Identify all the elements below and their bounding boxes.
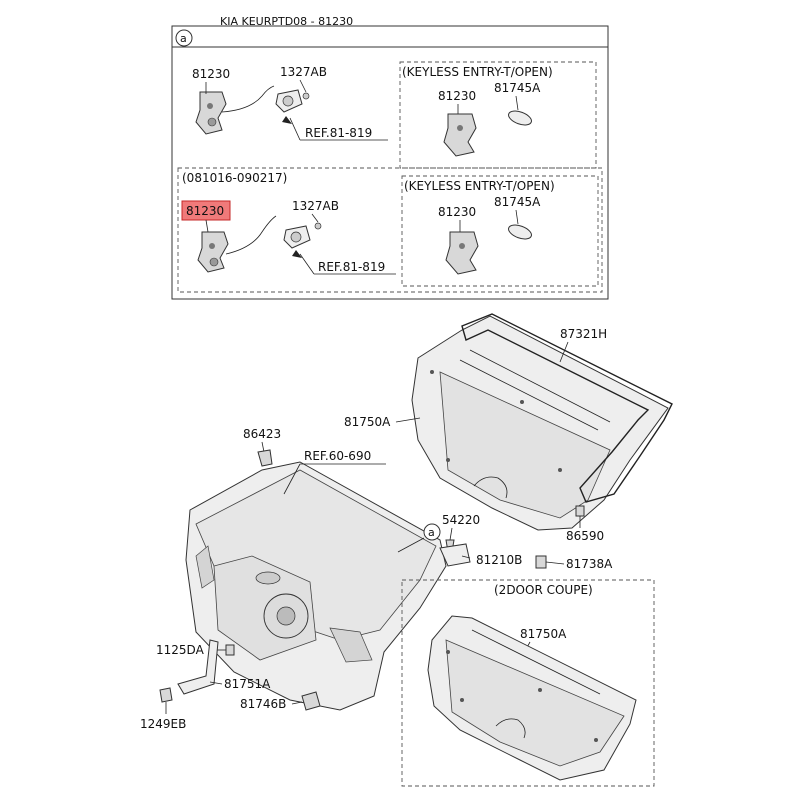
detail-top-ref-label[interactable]: REF.81-819 [305, 126, 372, 140]
lid-detail-marker-label: a [428, 526, 435, 539]
stopper-part-label[interactable]: 86590 [566, 529, 604, 543]
detail-bottom-group: 81230 1327AB REF.81-819 (KEYLESS ENTRY-T… [181, 175, 599, 287]
bolt-part-label[interactable]: 54220 [442, 513, 480, 527]
keyless-lock-part-top[interactable]: 81230 [438, 89, 476, 103]
keyless-box-bottom [401, 175, 599, 287]
weatherstrip [461, 313, 673, 503]
keyless-lock-bottom [445, 231, 479, 275]
detail-bottom-actuator-part-label[interactable]: 1327AB [292, 199, 339, 213]
coupe-trim-panel [427, 615, 637, 781]
keyless-cover-part-bottom[interactable]: 81745A [494, 195, 541, 209]
detail-top-group: 81230 1327AB REF.81-819 (KEYLESS ENTRY-T… [192, 61, 597, 169]
trunk-trim-panel [411, 315, 669, 531]
door-lock-assembly-bottom [197, 215, 277, 273]
coupe-box [401, 579, 655, 787]
detail-top-lock-part-label[interactable]: 81230 [192, 67, 230, 81]
door-lock-assembly-top [195, 85, 275, 135]
lid-detail-marker [423, 523, 441, 541]
bumper-part-label[interactable]: 86423 [243, 427, 281, 441]
detail-marker-circle [175, 29, 193, 47]
stopper [575, 505, 585, 517]
actuator-bottom [283, 222, 322, 249]
date-range-label: (081016-090217) [182, 171, 287, 185]
trunk-lid [185, 461, 447, 711]
detail-marker-label: a [180, 32, 187, 45]
bumper-stop [257, 449, 273, 467]
coupe-trim-part-label[interactable]: 81750A [520, 627, 567, 641]
keyless-title-top: (KEYLESS ENTRY-T/OPEN) [402, 65, 553, 79]
coupe-title: (2DOOR COUPE) [494, 583, 593, 597]
keyless-lock-part-bottom[interactable]: 81230 [438, 205, 476, 219]
detail-frame [171, 25, 609, 300]
detail-bottom-ref-label[interactable]: REF.81-819 [318, 260, 385, 274]
weatherstrip-part-label[interactable]: 87321H [560, 327, 607, 341]
keyless-cover-top [508, 110, 532, 126]
trim-panel-part-label[interactable]: 81750A [344, 415, 391, 429]
screw-part-label[interactable]: 1125DA [156, 643, 205, 657]
keyless-cover-bottom [508, 224, 532, 240]
keyless-cover-part-top[interactable]: 81745A [494, 81, 541, 95]
date-range-box [177, 167, 603, 293]
hinge-bracket [439, 543, 471, 567]
keyless-box-top [399, 61, 597, 169]
keyless-lock-top [443, 113, 477, 157]
fastener [301, 691, 321, 711]
keyless-title-bottom: (KEYLESS ENTRY-T/OPEN) [404, 179, 555, 193]
trunk-handle [177, 639, 219, 695]
handle-part-label[interactable]: 81751A [224, 677, 271, 691]
actuator-top [275, 89, 310, 113]
screw [225, 644, 235, 656]
clip-part-label[interactable]: 1249EB [140, 717, 186, 731]
lid-ref-label[interactable]: REF.60-690 [304, 449, 371, 463]
detail-top-actuator-part-label[interactable]: 1327AB [280, 65, 327, 79]
diagram-title: KIA KEURPTD08 - 81230 [220, 15, 353, 28]
bracket-part-label[interactable]: 81210B [476, 553, 522, 567]
fastener-part-label[interactable]: 81746B [240, 697, 286, 711]
cylinder-part-label[interactable]: 81738A [566, 557, 613, 571]
lock-cylinder [535, 555, 547, 569]
highlighted-part-label[interactable]: 81230 [186, 204, 224, 218]
clip [159, 687, 173, 703]
